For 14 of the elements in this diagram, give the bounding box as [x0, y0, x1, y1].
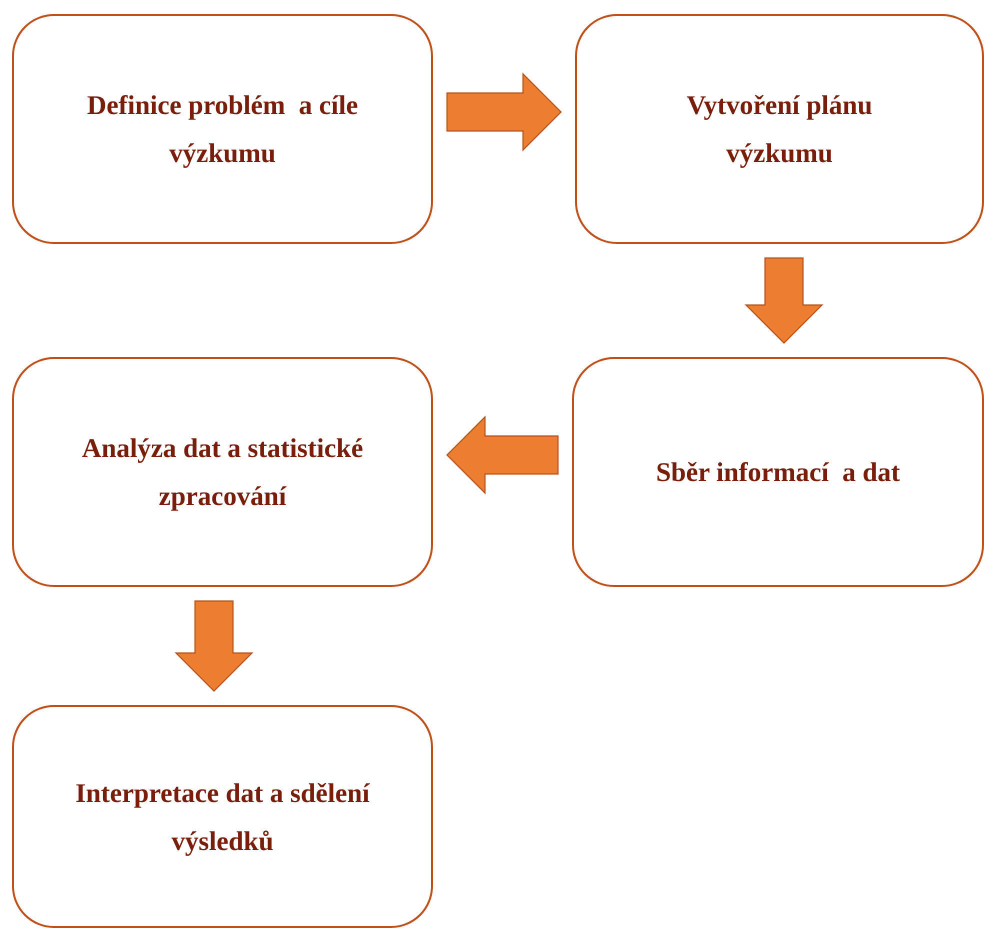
step-text: Vytvoření plánu výzkumu: [686, 89, 874, 170]
process-box: [12, 705, 433, 928]
process-box: [12, 14, 433, 244]
step-text: Interpretace dat a sdělení výsledků: [74, 776, 371, 858]
block-arrow: [174, 600, 254, 692]
process-box: [572, 357, 984, 587]
step-text: Sběr informací a dat: [656, 456, 900, 489]
block-arrow: [446, 72, 562, 152]
process-box: [575, 14, 984, 244]
step-text: Definice problém a cíle výzkumu: [86, 89, 359, 170]
block-arrow: [446, 416, 559, 494]
process-box: [12, 357, 433, 587]
block-arrow: [744, 257, 824, 344]
step-text: Analýza dat a statistické zpracování: [80, 432, 364, 513]
